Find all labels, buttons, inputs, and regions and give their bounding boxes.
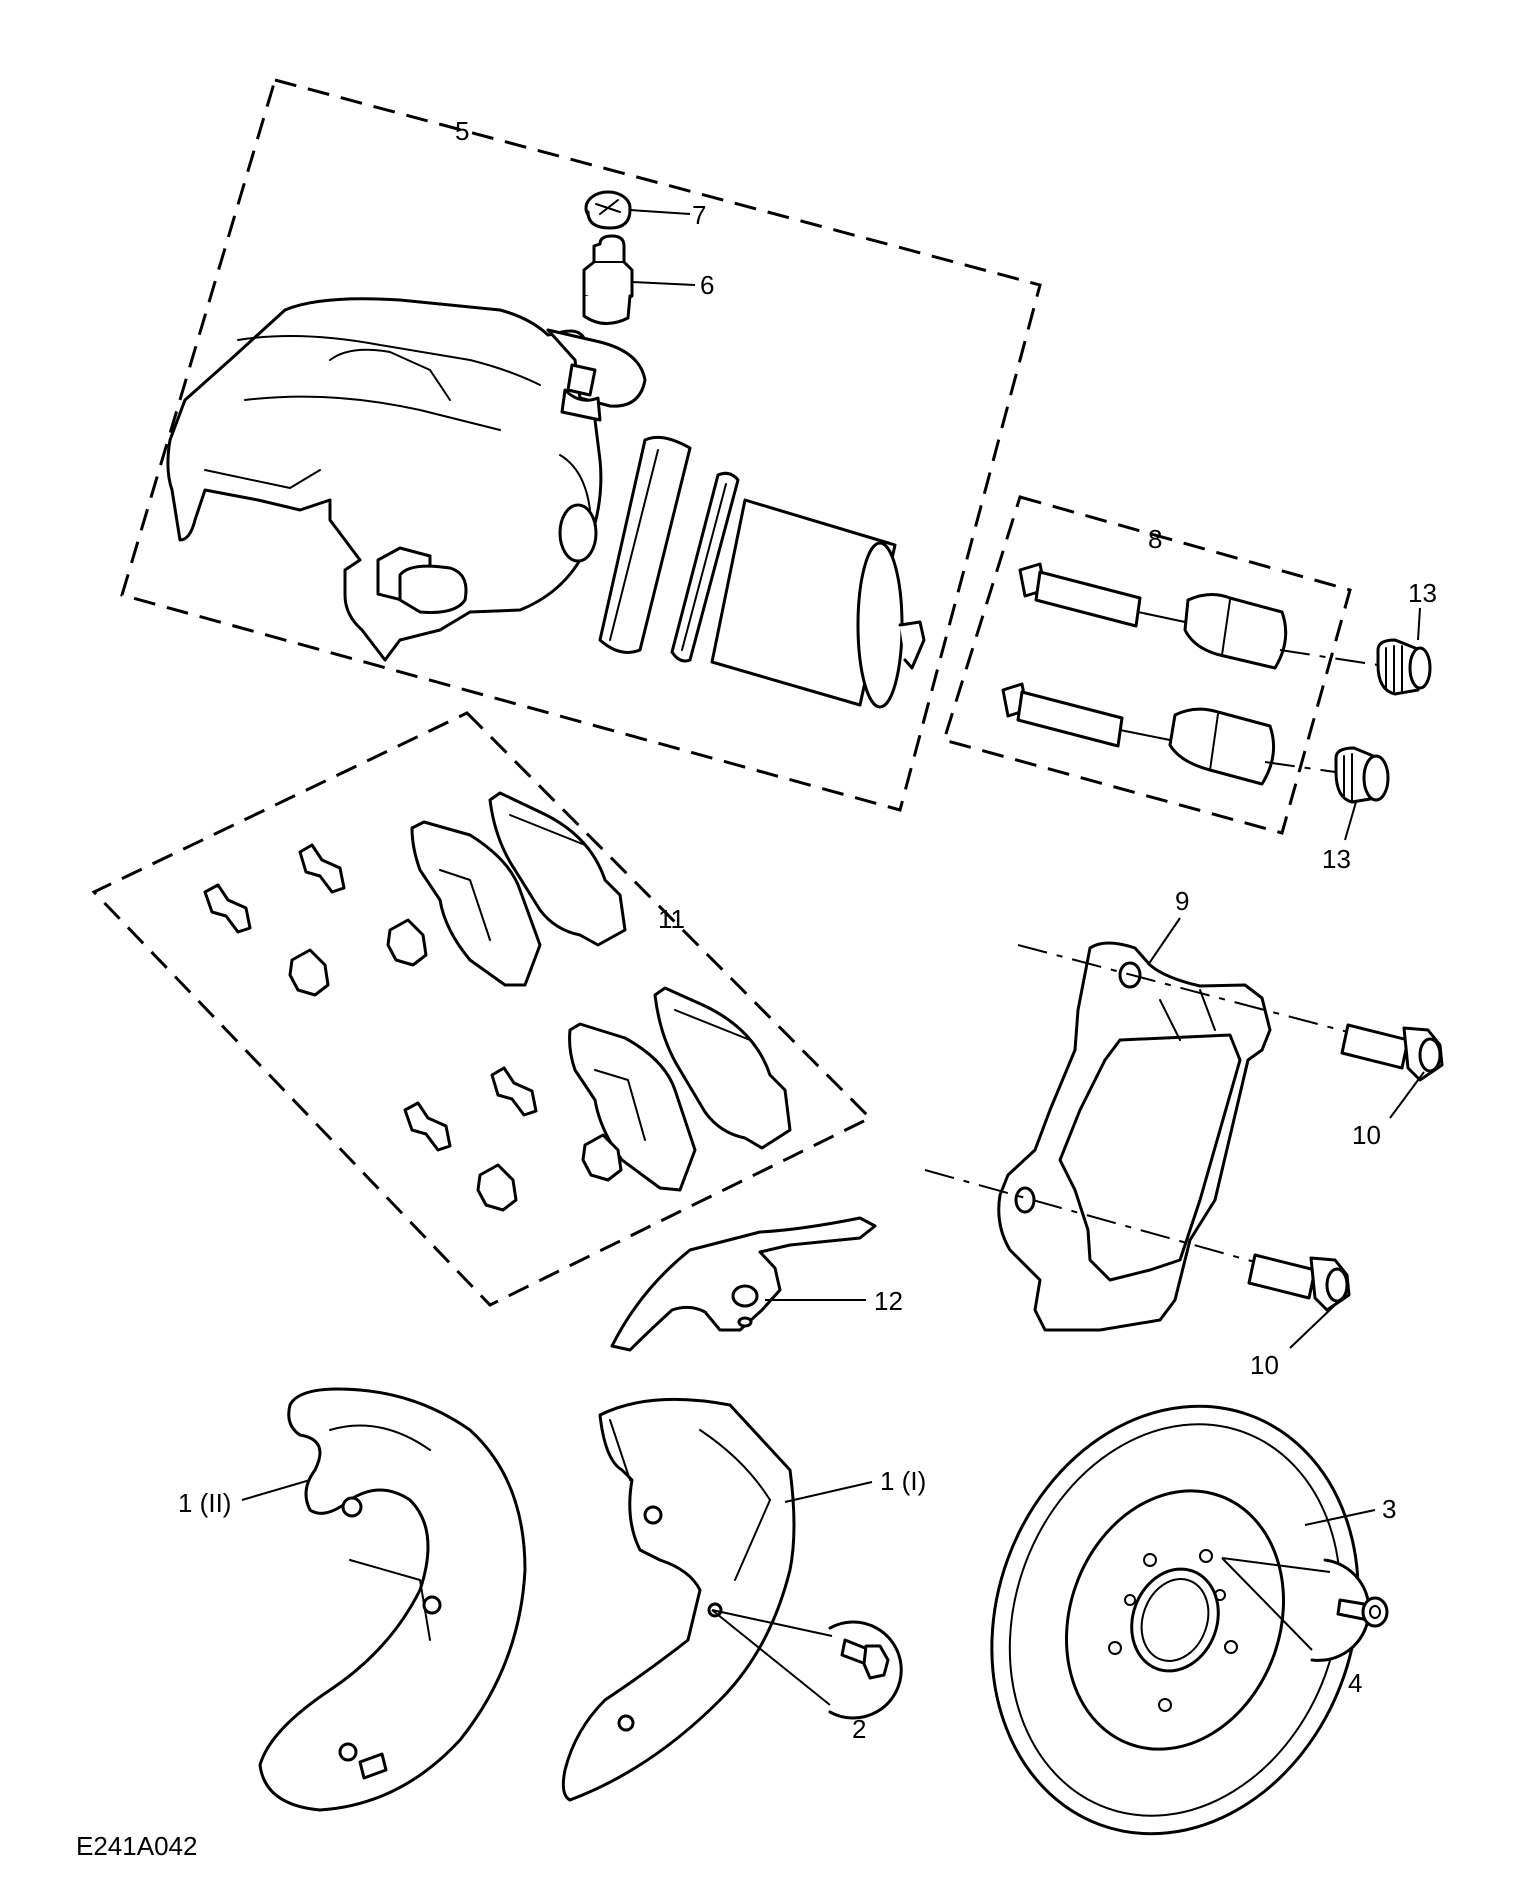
callout-8: 8 (1148, 524, 1162, 554)
callout-1-ii: 1 (II) (178, 1488, 231, 1518)
brake-pad-upper-pair-part (410, 791, 627, 987)
callout-10-lower: 10 (1250, 1350, 1279, 1380)
callout-11: 11 (658, 904, 685, 934)
callout-13-upper: 13 (1408, 578, 1437, 608)
callout-9: 9 (1175, 886, 1189, 916)
brake-pad-lower-pair-part (568, 986, 792, 1192)
guide-pin-cap-upper-part (1376, 638, 1432, 696)
shield-bolt-part (840, 1638, 890, 1680)
carrier-bolt-lower-part (1247, 1253, 1351, 1312)
pad-clip-set-part (203, 843, 623, 1212)
guide-pin-cap-lower-part (1334, 746, 1390, 804)
guide-pin-kit-group-box (942, 495, 1352, 835)
piston-seal-part (598, 435, 692, 654)
piston-part (710, 498, 926, 709)
splash-shield-i-part (561, 1397, 796, 1802)
callout-3: 3 (1382, 1494, 1396, 1524)
dust-boot-part (670, 471, 740, 663)
callout-4: 4 (1348, 1668, 1362, 1698)
leader-lines (241, 209, 1425, 1526)
callout-6: 6 (700, 270, 714, 300)
callout-13-lower: 13 (1322, 844, 1351, 874)
disc-screw-part (1336, 1596, 1389, 1628)
anti-rattle-spring-part (610, 1216, 877, 1352)
guide-pin-upper-part (1018, 562, 1379, 670)
figure-reference: E241A042 (76, 1831, 197, 1861)
guide-pin-lower-part (1001, 682, 1336, 786)
callout-5: 5 (455, 116, 469, 146)
caliper-assembly-group-box (120, 78, 1042, 812)
callout-2: 2 (852, 1714, 866, 1744)
bleed-cap-part (584, 190, 632, 230)
splash-shield-ii-part (258, 1387, 527, 1812)
brake-disc-part (990, 1404, 1360, 1836)
bleed-screw-part (582, 234, 634, 325)
carrier-bolt-upper-part (1340, 1023, 1444, 1082)
callout-10-upper: 10 (1352, 1120, 1381, 1150)
callout-12: 12 (874, 1286, 903, 1316)
callout-7: 7 (692, 200, 706, 230)
callout-1-i: 1 (I) (880, 1466, 926, 1496)
caliper-carrier-part (997, 941, 1272, 1332)
caliper-housing-part (166, 297, 647, 662)
brake-pad-kit-group-box (91, 711, 873, 1307)
